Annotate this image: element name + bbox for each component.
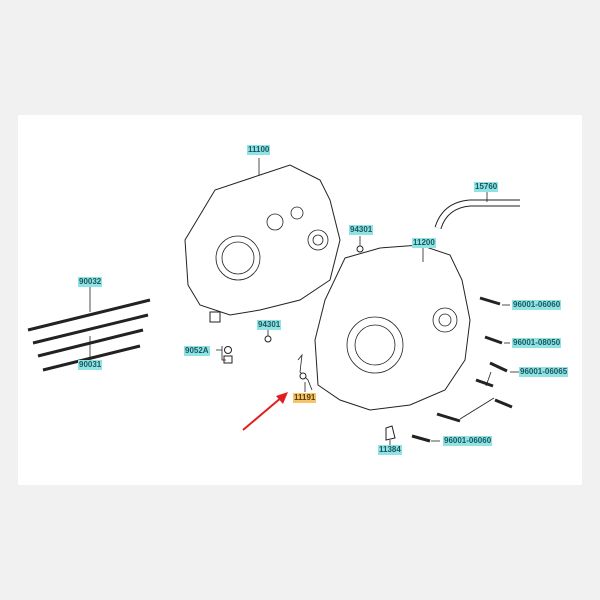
part-label-96001-08050[interactable]: 96001-08050 — [512, 338, 562, 348]
part-label-15760[interactable]: 15760 — [474, 182, 499, 192]
hose-part[interactable] — [434, 192, 520, 230]
part-label-9052a[interactable]: 9052A — [184, 346, 210, 356]
part-label-96001-06065[interactable]: 96001-06065 — [519, 367, 569, 377]
small-bolts[interactable] — [216, 236, 364, 364]
part-label-94301-bottom[interactable]: 94301 — [257, 320, 282, 330]
part-label-11384[interactable]: 11384 — [378, 445, 402, 455]
part-label-96001-06060-a[interactable]: 96001-06060 — [512, 300, 562, 310]
red-arrow-pointer — [242, 392, 288, 431]
right-crankcase-part[interactable] — [314, 244, 471, 411]
part-label-11200[interactable]: 11200 — [412, 238, 436, 248]
part-label-94301-top[interactable]: 94301 — [349, 225, 374, 235]
case-bolts[interactable] — [411, 296, 520, 443]
part-label-11191-highlighted[interactable]: 11191 — [293, 393, 317, 403]
bracket-part[interactable] — [297, 353, 313, 392]
part-label-90031[interactable]: 90031 — [78, 360, 103, 370]
left-crankcase-part[interactable] — [184, 158, 341, 323]
stud-bolts[interactable] — [27, 287, 151, 372]
part-label-96001-06060-b[interactable]: 96001-06060 — [443, 436, 493, 446]
part-label-90032[interactable]: 90032 — [78, 277, 103, 287]
clamp-part[interactable] — [385, 425, 396, 446]
part-label-11100[interactable]: 11100 — [247, 145, 271, 155]
